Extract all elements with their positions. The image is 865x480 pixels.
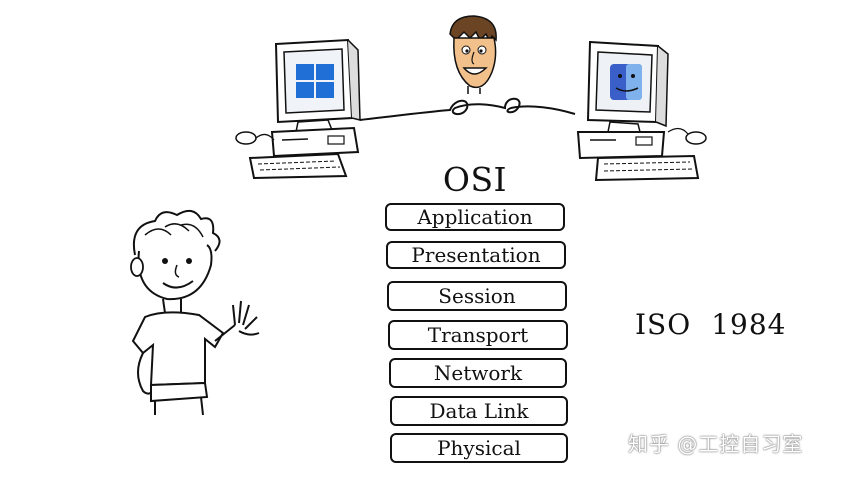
layer-physical: Physical	[390, 433, 568, 463]
iso-standard-label: ISO 1984	[635, 308, 786, 341]
mac-computer-icon	[576, 40, 707, 182]
layer-session: Session	[387, 281, 567, 311]
layer-network: Network	[389, 358, 567, 388]
cartoon-man-head-icon	[449, 15, 497, 94]
layer-application: Application	[385, 203, 565, 231]
iso-year: 1984	[711, 308, 787, 341]
layer-transport: Transport	[388, 320, 568, 350]
watermark: 知乎 @工控自习室	[628, 432, 804, 456]
layer-data-link: Data Link	[390, 396, 568, 426]
network-cable-icon	[359, 97, 576, 121]
waving-boy-icon	[130, 209, 260, 415]
iso-org: ISO	[635, 308, 692, 341]
windows-computer-icon	[235, 38, 361, 180]
layer-presentation: Presentation	[386, 241, 566, 269]
